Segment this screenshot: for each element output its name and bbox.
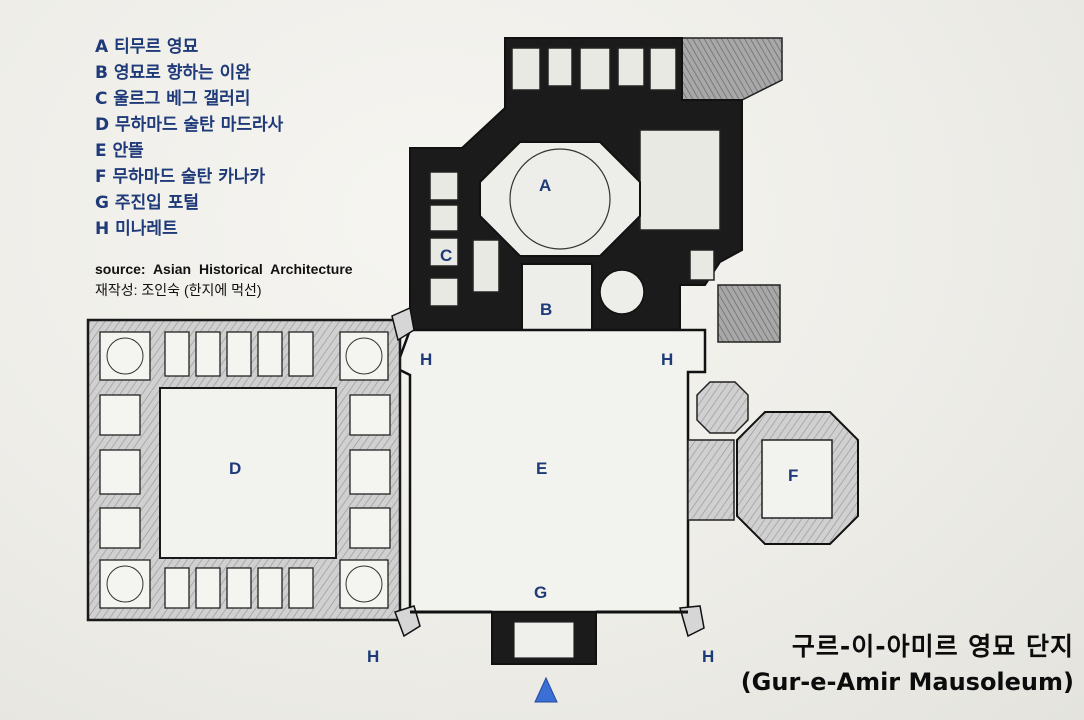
label-g: G xyxy=(534,583,547,602)
main-portal-g xyxy=(410,610,688,665)
legend-item-d: D 무하마드 술탄 마드라사 xyxy=(95,115,284,135)
title-korean: 구르-이-아미르 영묘 단지 xyxy=(791,632,1074,661)
dome-outline xyxy=(509,148,611,250)
label-h-upper-left: H xyxy=(420,350,432,369)
iwan-b xyxy=(521,263,593,331)
legend: A 티무르 영묘 B 영묘로 향하는 이완 C 울르그 베그 갤러리 D 무하마… xyxy=(95,34,283,242)
label-h-lower-right: H xyxy=(702,647,714,666)
minarets xyxy=(391,306,705,638)
side-chamber xyxy=(599,269,645,315)
label-a: A xyxy=(539,176,551,195)
label-b: B xyxy=(540,300,552,319)
legend-item-c: C 울르그 베그 갤러리 xyxy=(95,89,251,109)
label-e: E xyxy=(536,459,547,478)
label-d: D xyxy=(229,459,241,478)
source-note: source: Asian Historical Architecture 재작… xyxy=(95,259,353,301)
dome-chamber-a xyxy=(479,141,641,257)
mausoleum-rooms xyxy=(429,47,721,307)
legend-item-g: G 주진입 포털 xyxy=(95,193,200,213)
label-h-lower-left: H xyxy=(367,647,379,666)
courtyard-e xyxy=(394,328,707,614)
upper-annex xyxy=(679,37,783,103)
madrasa-cell-domes xyxy=(106,337,383,603)
madrasa-cells xyxy=(99,331,391,609)
diagram-title: 구르-이-아미르 영묘 단지 (Gur-e-Amir Mausoleum) xyxy=(741,628,1074,698)
label-c: C xyxy=(440,246,452,265)
madrasa-courtyard xyxy=(159,387,337,559)
entrance-arrow-icon xyxy=(534,676,558,703)
legend-item-h: H 미나레트 xyxy=(95,219,178,239)
title-english: (Gur-e-Amir Mausoleum) xyxy=(740,668,1074,696)
label-f: F xyxy=(788,466,798,485)
legend-item-f: F 무하마드 술탄 카나카 xyxy=(95,167,266,187)
label-h-upper-right: H xyxy=(661,350,673,369)
legend-item-e: E 안뜰 xyxy=(95,141,144,161)
source-remake: 재작성: 조인숙 (한지에 먹선) xyxy=(95,282,262,298)
khanaqah-f xyxy=(687,381,859,545)
legend-item-a: A 티무르 영묘 xyxy=(95,37,199,57)
right-annex xyxy=(717,284,781,343)
legend-item-b: B 영묘로 향하는 이완 xyxy=(95,63,251,83)
source-credit: source: Asian Historical Architecture xyxy=(95,261,353,277)
